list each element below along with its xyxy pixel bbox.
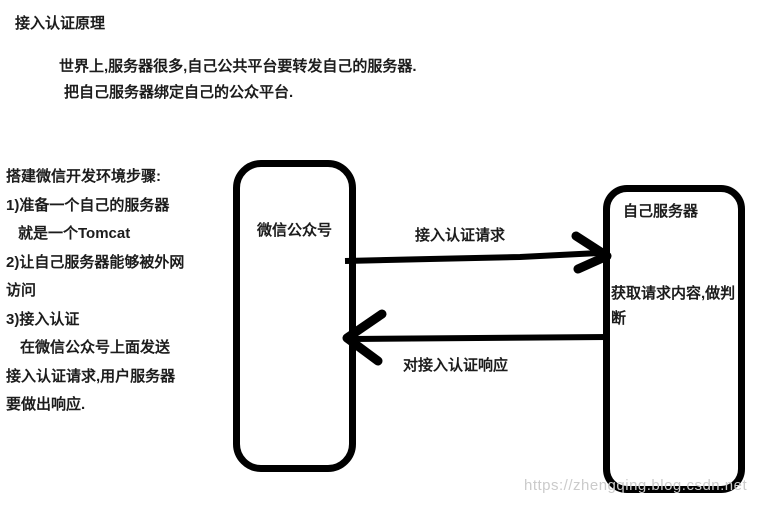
intro-paragraph: 世界上,服务器很多,自己公共平台要转发自己的服务器. 把自己服务器绑定自己的公众…: [59, 54, 417, 106]
step-1: 1)准备一个自己的服务器: [6, 196, 170, 214]
own-server-box: [603, 185, 745, 493]
intro-line-1: 世界上,服务器很多,自己公共平台要转发自己的服务器.: [59, 58, 417, 75]
request-arrow-label: 接入认证请求: [415, 227, 506, 244]
step-3-note-1: 在微信公众号上面发送: [20, 339, 171, 356]
setup-steps-list: 搭建微信开发环境步骤: 1)准备一个自己的服务器 就是一个Tomcat 2)让自…: [6, 163, 184, 420]
step-2: 2)让自己服务器能够被外网: [6, 253, 185, 271]
step-3: 3)接入认证: [6, 310, 80, 328]
intro-line-2: 把自己服务器绑定自己的公众平台.: [64, 84, 294, 101]
server-box-label: 自己服务器: [623, 203, 699, 220]
step-1-note: 就是一个Tomcat: [18, 225, 131, 242]
watermark-url: https://zhengqing.blog.csdn.net: [524, 477, 748, 494]
page-title: 接入认证原理: [15, 15, 106, 32]
step-3-note-3: 要做出响应.: [6, 396, 86, 413]
response-arrow-label: 对接入认证响应: [403, 357, 509, 374]
wechat-box-label: 微信公众号: [257, 222, 333, 239]
wechat-official-account-box: [233, 160, 356, 472]
step-2-cont: 访问: [6, 282, 37, 299]
server-box-note: 获取请求内容,做判断: [611, 285, 736, 327]
step-3-note-2: 接入认证请求,用户服务器: [6, 367, 176, 385]
steps-heading: 搭建微信开发环境步骤:: [6, 168, 161, 185]
